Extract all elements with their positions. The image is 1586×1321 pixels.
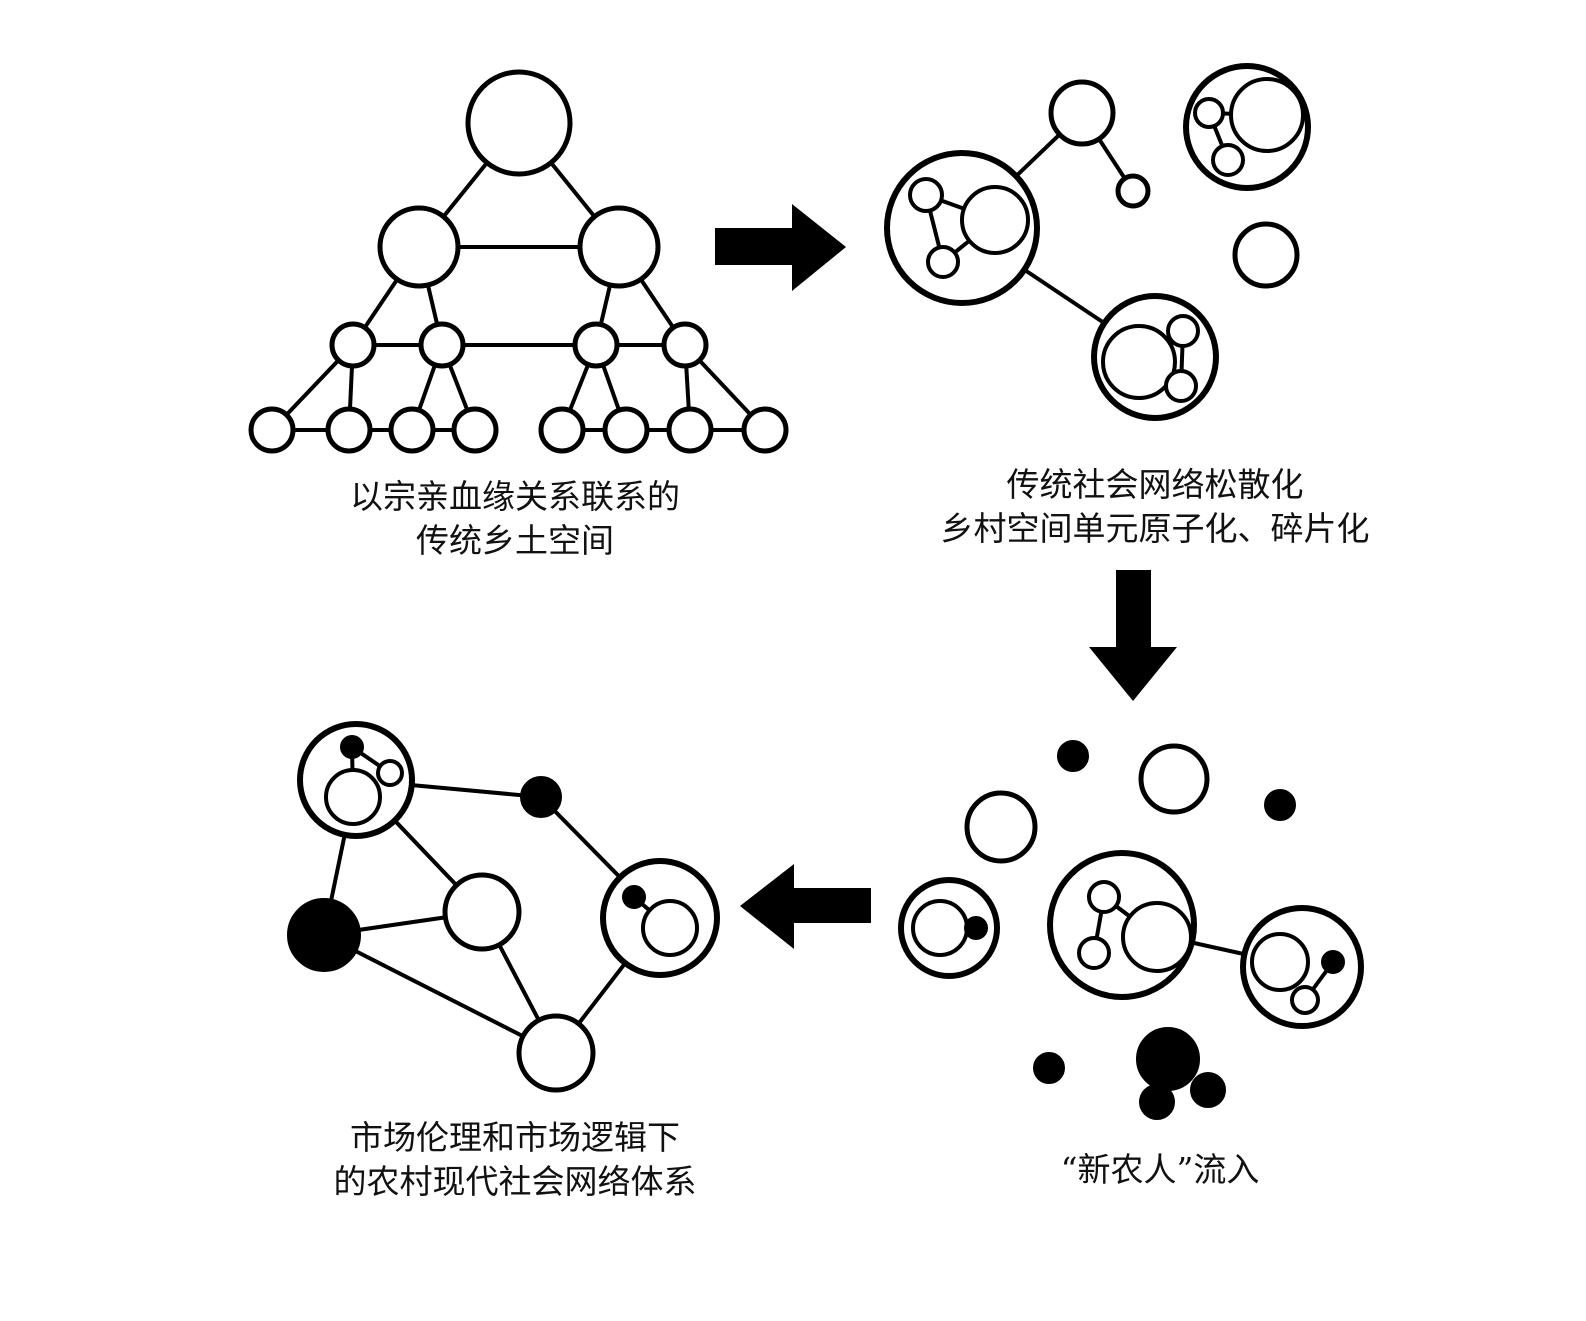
node-circle <box>641 899 699 957</box>
node-circle <box>1164 369 1198 403</box>
kin-node <box>577 205 661 289</box>
node-circle <box>964 790 1038 864</box>
node-circle <box>1087 880 1121 914</box>
new-farmer-node <box>1321 950 1345 974</box>
clan-head-node <box>465 69 573 177</box>
node-circle <box>1290 985 1320 1015</box>
caption-line: 市场伦理和市场逻辑下 <box>350 1118 680 1157</box>
new-farmer-node <box>964 916 988 940</box>
node-circle <box>911 899 969 957</box>
new-farmer-node <box>1136 1027 1200 1091</box>
kin-node <box>377 205 461 289</box>
caption-traditional-rural-space: 以宗亲血缘关系联系的 传统乡土空间 <box>285 475 745 563</box>
node-circle <box>516 1013 596 1093</box>
node-circle <box>1166 314 1200 348</box>
node-circle <box>1048 79 1116 147</box>
node-circle <box>324 768 382 826</box>
node-circle <box>926 245 960 279</box>
caption-modern-rural-network: 市场伦理和市场逻辑下 的农村现代社会网络体系 <box>285 1116 745 1204</box>
caption-line: 乡村空间单元原子化、碎片化 <box>940 509 1370 548</box>
node-circle <box>1232 221 1300 289</box>
node-circle <box>1211 143 1245 177</box>
arrow-right <box>715 204 846 291</box>
node-circle <box>1121 901 1193 973</box>
caption-line: 以宗亲血缘关系联系的 <box>350 477 680 516</box>
new-farmer-node <box>1057 740 1089 772</box>
kin-node <box>538 406 586 454</box>
caption-line: 传统社会网络松散化 <box>1006 465 1304 504</box>
node-circle <box>908 177 944 213</box>
kin-node <box>388 406 436 454</box>
node-circle <box>442 872 522 952</box>
kin-node <box>248 406 296 454</box>
node-circle <box>1101 324 1177 400</box>
kin-node <box>451 406 499 454</box>
caption-line: 的农村现代社会网络体系 <box>333 1162 697 1201</box>
new-farmer-node <box>520 776 562 818</box>
node-circle <box>376 759 404 787</box>
kin-node <box>325 406 373 454</box>
new-farmer-node <box>1139 1084 1175 1120</box>
caption-loosened-network: 传统社会网络松散化 乡村空间单元原子化、碎片化 <box>905 463 1405 551</box>
caption-line: “新农人”流入 <box>1060 1150 1260 1189</box>
node-circle <box>1250 932 1310 992</box>
kin-node <box>572 321 620 369</box>
new-farmer-node <box>622 885 646 909</box>
kin-node <box>602 406 650 454</box>
kin-node <box>666 406 714 454</box>
kin-node <box>329 321 377 369</box>
arrow-left <box>740 864 871 949</box>
new-farmer-node <box>1033 1052 1065 1084</box>
link-line <box>322 933 558 1055</box>
node-circle <box>1229 77 1305 153</box>
new-farmer-node <box>340 735 364 759</box>
new-farmer-node <box>287 898 361 972</box>
node-circle <box>1193 97 1225 129</box>
caption-new-farmers-inflow: “新农人”流入 <box>1010 1148 1310 1192</box>
node-circle <box>1138 743 1210 815</box>
node-circle <box>1115 173 1151 209</box>
new-farmer-node <box>1264 789 1296 821</box>
node-circle <box>1077 936 1111 970</box>
arrow-down <box>1089 570 1177 701</box>
node-circle <box>960 185 1030 255</box>
kin-node <box>418 321 466 369</box>
kin-node <box>741 406 789 454</box>
kin-node <box>661 321 709 369</box>
new-farmer-node <box>1190 1072 1226 1108</box>
caption-line: 传统乡土空间 <box>416 521 614 560</box>
